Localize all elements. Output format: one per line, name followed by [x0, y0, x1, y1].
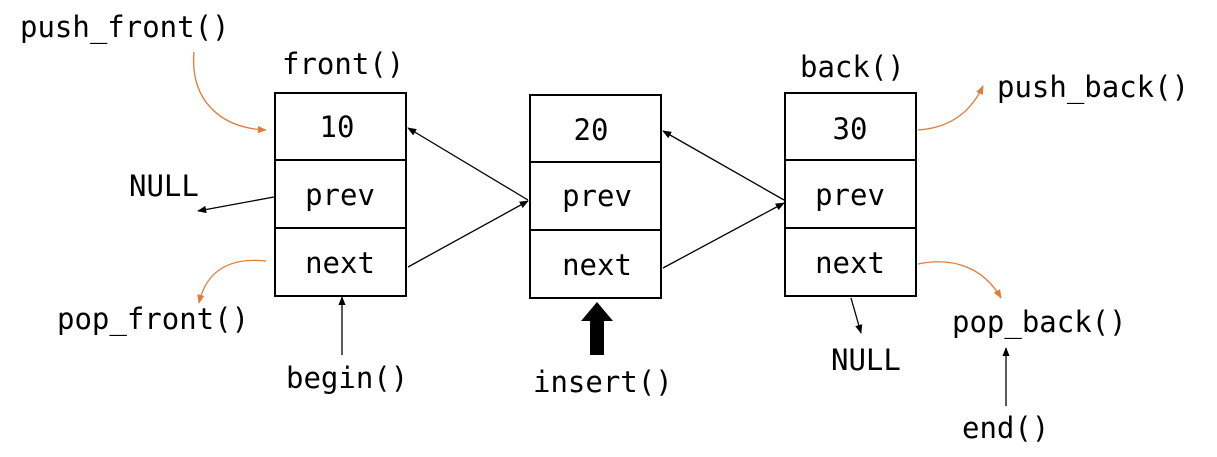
node-1-value-cell — [274, 92, 407, 161]
link-node3-prev-to-node2 — [662, 130, 785, 201]
node-3-value: 30 — [833, 112, 868, 146]
node-1-next-cell — [274, 227, 407, 297]
link-node1-next-to-node2 — [407, 200, 529, 268]
link-node2-next-to-node3 — [662, 202, 785, 269]
end-label: end() — [962, 411, 1049, 445]
push-back-label: push_back() — [997, 70, 1189, 105]
push-front-label: push_front() — [20, 10, 230, 45]
node-2-value: 20 — [574, 113, 609, 147]
insert-label: insert() — [533, 365, 673, 399]
node1-prev-null-arrow — [197, 196, 275, 214]
push-front-curve-arrow — [193, 51, 267, 134]
link-node2-prev-to-node1 — [407, 127, 529, 201]
node-1-next-label: next — [305, 246, 375, 280]
node-3-next-label: next — [815, 246, 885, 280]
node-2-value-cell — [529, 94, 662, 163]
push-back-curve-arrow — [917, 85, 984, 131]
front-label: front() — [282, 47, 404, 81]
begin-label: begin() — [286, 361, 408, 395]
node-2-next-label: next — [562, 248, 632, 282]
pop-back-curve-arrow — [917, 261, 1002, 299]
node-1-prev-cell — [274, 159, 407, 229]
node-2-next-cell — [529, 229, 662, 299]
node-3-prev-cell — [784, 159, 917, 229]
insert-arrow — [581, 302, 613, 355]
node-1-value: 10 — [320, 110, 355, 144]
node-2-prev-label: prev — [562, 179, 632, 213]
pop-back-label: pop_back() — [952, 305, 1127, 340]
pop-front-label: pop_front() — [57, 302, 249, 337]
node-3: 30 prev next — [784, 92, 917, 297]
node-3-next-cell — [784, 227, 917, 297]
pop-front-curve-arrow — [197, 259, 267, 304]
back-label: back() — [800, 50, 905, 84]
node-1: 10 prev next — [274, 92, 407, 297]
node3-next-null-arrow — [850, 297, 863, 334]
node-1-prev-label: prev — [305, 178, 375, 212]
null-right-label: NULL — [831, 343, 901, 377]
node-2: 20 prev next — [529, 94, 662, 299]
node-3-prev-label: prev — [815, 178, 885, 212]
null-left-label: NULL — [129, 169, 199, 203]
